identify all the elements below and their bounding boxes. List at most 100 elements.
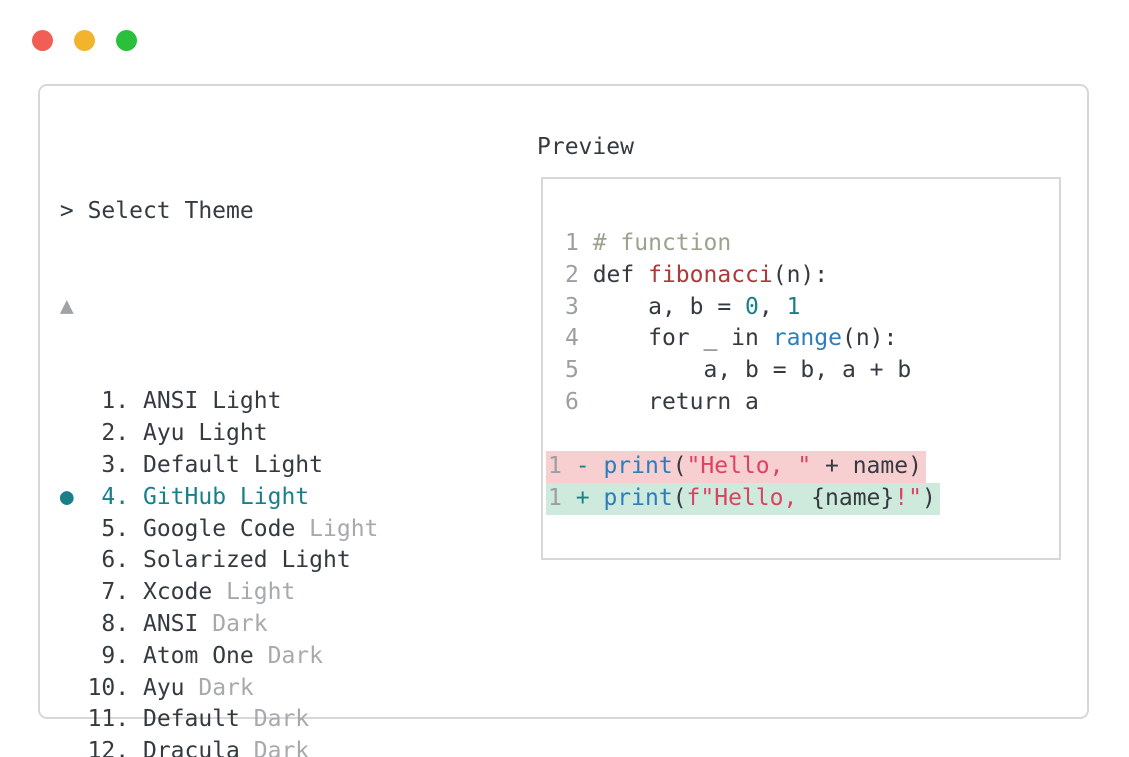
- scroll-up-icon[interactable]: ▲: [59, 292, 74, 319]
- text-run: [60, 452, 74, 478]
- theme-variant: Light: [226, 579, 296, 606]
- code-token: for _ in: [578, 325, 773, 352]
- code-token: (n):: [772, 261, 829, 288]
- theme-option-dracula[interactable]: 12. Dracula Dark: [46, 736, 863, 757]
- theme-option-ayu[interactable]: 10. Ayu Dark: [46, 673, 863, 705]
- code-token: fibonacci: [648, 261, 773, 288]
- theme-option-google-code[interactable]: 5. Google Code Light: [46, 514, 863, 546]
- code-token: 1: [548, 484, 562, 511]
- code-token: ): [921, 484, 936, 511]
- item-number: 10.: [73, 674, 143, 701]
- code-token: a, b =: [578, 293, 746, 320]
- code-token: 1: [786, 293, 801, 320]
- text-run: [46, 579, 60, 605]
- preview-label: Preview: [537, 134, 634, 160]
- code-token: 2: [565, 261, 579, 288]
- text-run: [254, 643, 268, 669]
- theme-name: Xcode: [142, 579, 213, 606]
- prompt-caret: >: [59, 197, 74, 224]
- diff-line-added: 1 + print(f"Hello, {name}!"): [546, 482, 940, 515]
- text-run: [46, 420, 60, 446]
- item-number: 9.: [73, 642, 143, 669]
- code-line: 6 return a: [565, 387, 911, 419]
- text-run: [60, 516, 74, 542]
- theme-name: Atom One: [142, 642, 254, 669]
- theme-variant: Dark: [253, 738, 310, 757]
- code-token: [562, 453, 576, 479]
- code-token: print: [603, 484, 673, 511]
- theme-variant: Dark: [212, 610, 268, 637]
- code-token: a, b = b, a + b: [578, 357, 912, 384]
- code-token: f"Hello,: [686, 484, 812, 511]
- theme-name: Ayu: [142, 674, 185, 701]
- theme-option-xcode[interactable]: 7. Xcode Light: [46, 577, 863, 609]
- item-number: 3.: [73, 451, 143, 478]
- text-run: [60, 388, 74, 414]
- text-run: [60, 738, 74, 757]
- code-token: (n):: [841, 325, 898, 352]
- text-run: [60, 675, 74, 701]
- theme-variant: Dark: [253, 706, 310, 733]
- item-number: 5.: [73, 515, 143, 542]
- code-token: return a: [578, 388, 759, 415]
- theme-list-panel: > Select Theme ▲ 1. ANSI Light 2. Ayu Li…: [46, 132, 863, 757]
- item-number: 6.: [73, 547, 143, 574]
- text-run: [46, 738, 60, 757]
- text-run: [46, 516, 60, 542]
- code-token: !": [894, 484, 922, 511]
- text-run: [60, 547, 74, 573]
- theme-option-ansi[interactable]: 8. ANSI Dark: [46, 609, 863, 641]
- theme-option-default[interactable]: 11. Default Dark: [46, 704, 863, 736]
- theme-option-atom-one[interactable]: 9. Atom One Dark: [46, 641, 863, 673]
- code-token: [590, 485, 604, 511]
- code-token: 3: [565, 293, 579, 320]
- theme-option-ansi-light[interactable]: 1. ANSI Light: [46, 386, 863, 418]
- text-run: [46, 675, 60, 701]
- item-number: 12.: [73, 738, 143, 757]
- text-run: [185, 675, 199, 701]
- text-run: [60, 579, 74, 605]
- theme-list: 1. ANSI Light 2. Ayu Light 3. Default Li…: [46, 386, 863, 757]
- text-run: [60, 643, 74, 669]
- code-token: ,: [758, 293, 787, 320]
- code-token: 1: [548, 453, 562, 479]
- text-run: [198, 611, 212, 637]
- theme-variant: Dark: [267, 642, 323, 669]
- code-token: print: [603, 453, 673, 479]
- item-number: 7.: [73, 579, 143, 606]
- text-run: [60, 611, 74, 637]
- item-number: 1.: [73, 388, 143, 415]
- code-token: (: [672, 453, 687, 479]
- close-button[interactable]: [32, 30, 53, 51]
- code-token: range: [772, 325, 842, 352]
- theme-name: Dracula: [142, 738, 240, 757]
- theme-option-ayu-light[interactable]: 2. Ayu Light: [46, 418, 863, 450]
- code-token: # function: [592, 230, 732, 256]
- text-run: [46, 388, 60, 414]
- code-token: 6: [565, 388, 579, 415]
- text-run: [46, 547, 60, 573]
- text-run: [240, 738, 254, 757]
- minimize-button[interactable]: [74, 30, 95, 51]
- text-run: [60, 420, 74, 446]
- item-number: 4.: [73, 483, 143, 510]
- code-token: [590, 453, 604, 479]
- code-token: -: [575, 453, 590, 479]
- diff-snippet: 1 - print("Hello, " + name)1 + print(f"H…: [546, 451, 940, 515]
- text-run: [46, 706, 60, 732]
- theme-option-default-light[interactable]: 3. Default Light: [46, 450, 863, 482]
- text-run: [295, 516, 309, 542]
- selected-indicator-icon: ●: [59, 483, 74, 510]
- code-line: 1 # function: [565, 228, 911, 260]
- theme-name: ANSI Light: [142, 388, 282, 415]
- theme-option-solarized-light[interactable]: 6. Solarized Light: [46, 545, 863, 577]
- code-line: 4 for _ in range(n):: [565, 323, 911, 355]
- text-run: [46, 452, 60, 478]
- theme-option-github-light[interactable]: ● 4. GitHub Light: [46, 482, 863, 514]
- text-run: [46, 611, 60, 637]
- theme-name: Ayu Light: [142, 420, 268, 447]
- zoom-button[interactable]: [116, 30, 137, 51]
